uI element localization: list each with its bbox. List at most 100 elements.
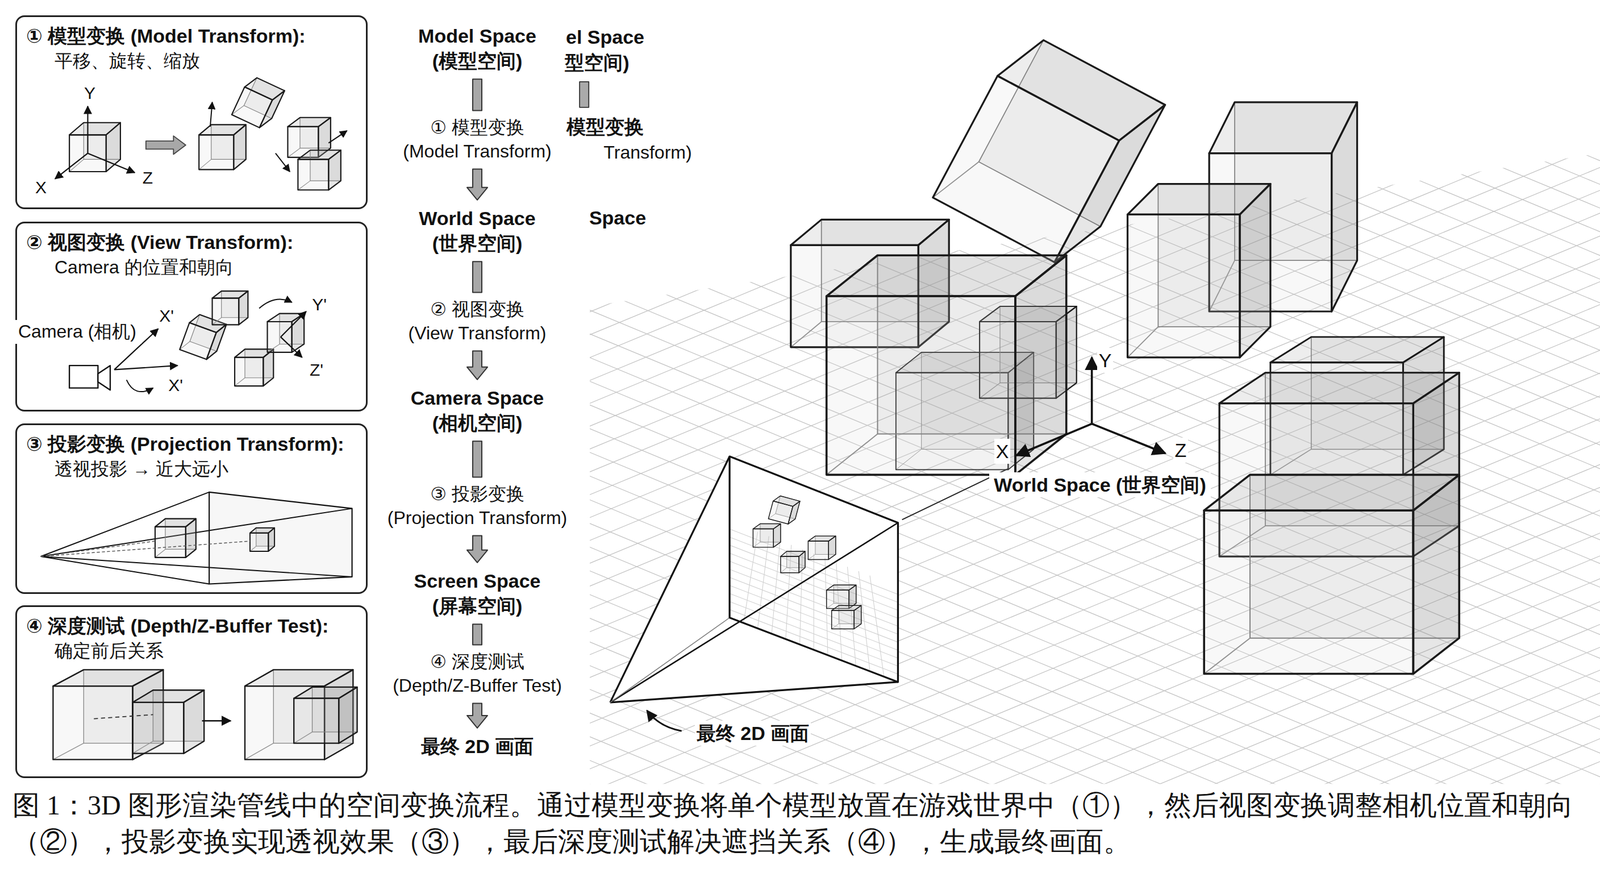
cube-front-face — [52, 685, 133, 760]
figure-label: Z — [140, 166, 155, 189]
grid-line — [189, 0, 1600, 798]
cube-front-face — [932, 76, 1120, 263]
axis-y — [86, 106, 89, 154]
cube-front-face — [780, 556, 799, 573]
axis-x — [55, 153, 88, 179]
grid-line — [362, 121, 1600, 873]
camera-axis — [280, 336, 303, 358]
grid-line — [775, 293, 1600, 873]
grid-line — [475, 0, 1600, 680]
node-subtitle: 平移、旋转、缩放 — [26, 48, 357, 74]
block-arrow — [467, 351, 488, 380]
node-title: ① 模型变换 (Model Transform) — [402, 115, 553, 164]
axis-y — [1090, 357, 1094, 424]
frustum-edge — [610, 522, 898, 703]
frustum-screen — [729, 456, 898, 682]
space-step: 最终 2D 画面 — [418, 731, 536, 761]
cube-front-face — [807, 540, 829, 560]
space-step: Screen Space (屏幕空间) — [410, 565, 544, 621]
cube-face — [238, 290, 248, 325]
move-arrow — [328, 130, 347, 144]
grid-line — [555, 201, 1600, 873]
grid-line — [47, 0, 1600, 857]
grid-line — [0, 0, 1600, 692]
grid-line — [334, 110, 1600, 873]
projection-plane — [209, 492, 352, 585]
grid-line — [610, 224, 1600, 873]
grid-line — [0, 108, 1600, 873]
grid-line — [0, 0, 1353, 532]
cube-front-face — [752, 528, 774, 548]
grid-line — [247, 0, 1600, 775]
figure-label: Z — [1173, 437, 1189, 463]
cube-face — [338, 686, 357, 744]
cube-face — [268, 527, 275, 552]
grid-line — [1103, 0, 1600, 420]
result-arrow — [202, 719, 231, 722]
grid-line — [444, 155, 1600, 873]
grid-line — [0, 214, 1594, 873]
cube-face — [263, 348, 274, 386]
camera-axis — [280, 311, 307, 337]
grid-line — [0, 0, 1381, 543]
space-step: ① 模型变换 (Model Transform) — [400, 113, 555, 166]
grid-line — [0, 309, 1366, 873]
frustum-far-plane — [729, 456, 898, 682]
node-title: ④ 深度测试 (Depth/Z-Buffer Test): — [26, 613, 357, 639]
grid-line — [389, 132, 1600, 873]
node-title: ③ 投影变换 (Projection Transform) — [386, 482, 569, 530]
hidden-line — [93, 714, 153, 719]
step-panel: ② 视图变换 (View Transform):Camera 的位置和朝向 — [15, 221, 368, 412]
node-title: ③ 投影变换 (Projection Transform): — [26, 431, 357, 457]
node-subtitle: Camera 的位置和朝向 — [26, 254, 357, 280]
cube-front-face — [155, 526, 186, 558]
cube-front-face — [179, 322, 216, 360]
grid-line — [0, 285, 1423, 873]
projection-ray — [40, 540, 250, 557]
grid-line — [0, 167, 1600, 873]
grid-line — [18, 0, 1600, 869]
block-arrow — [467, 535, 488, 563]
figure-label: Y — [82, 81, 98, 104]
grid-line — [0, 0, 1600, 726]
figure-label: X — [994, 438, 1011, 464]
cube-face — [185, 518, 197, 558]
grid-line — [0, 0, 1600, 840]
grid-line — [0, 143, 1600, 873]
node-title: Model Space (模型空间) — [417, 23, 537, 74]
connector-bar — [472, 440, 482, 477]
grid-line — [218, 0, 1600, 786]
grid-line — [0, 0, 1326, 520]
grid-line — [0, 96, 1600, 873]
connector-bar — [472, 623, 482, 645]
figure-label: Camera (相机) — [13, 319, 142, 344]
cube-face — [1239, 184, 1271, 358]
grid-line — [0, 84, 1600, 873]
space-step: ④ 深度测试 (Depth/Z-Buffer Test) — [389, 647, 565, 700]
grid-line — [0, 262, 1480, 873]
grid-line — [0, 37, 1600, 873]
rotation-arrow — [259, 299, 292, 309]
cube-face — [328, 150, 341, 190]
grid-line — [0, 0, 1216, 475]
cube-front-face — [132, 702, 184, 754]
grid-line — [0, 0, 1600, 703]
camera-axis — [114, 365, 178, 370]
space-step: Model Space (模型空间) — [415, 21, 540, 76]
grid-line — [0, 0, 1600, 783]
cube-face — [1331, 102, 1358, 312]
step-panel: ① 模型变换 (Model Transform):平移、旋转、缩放 — [15, 15, 368, 210]
grid-line — [0, 61, 1600, 873]
grid-line — [0, 25, 1600, 873]
grid-line — [0, 0, 1600, 806]
node-title: ① 模型变换 (Model Transform): — [26, 23, 357, 49]
cube-front-face — [198, 134, 234, 170]
ghost-bar — [579, 81, 589, 108]
rotation-arrow — [126, 379, 154, 392]
cube-front-face — [231, 86, 273, 128]
grid-line — [418, 0, 1600, 704]
node-title: Camera Space (相机空间) — [410, 385, 545, 436]
